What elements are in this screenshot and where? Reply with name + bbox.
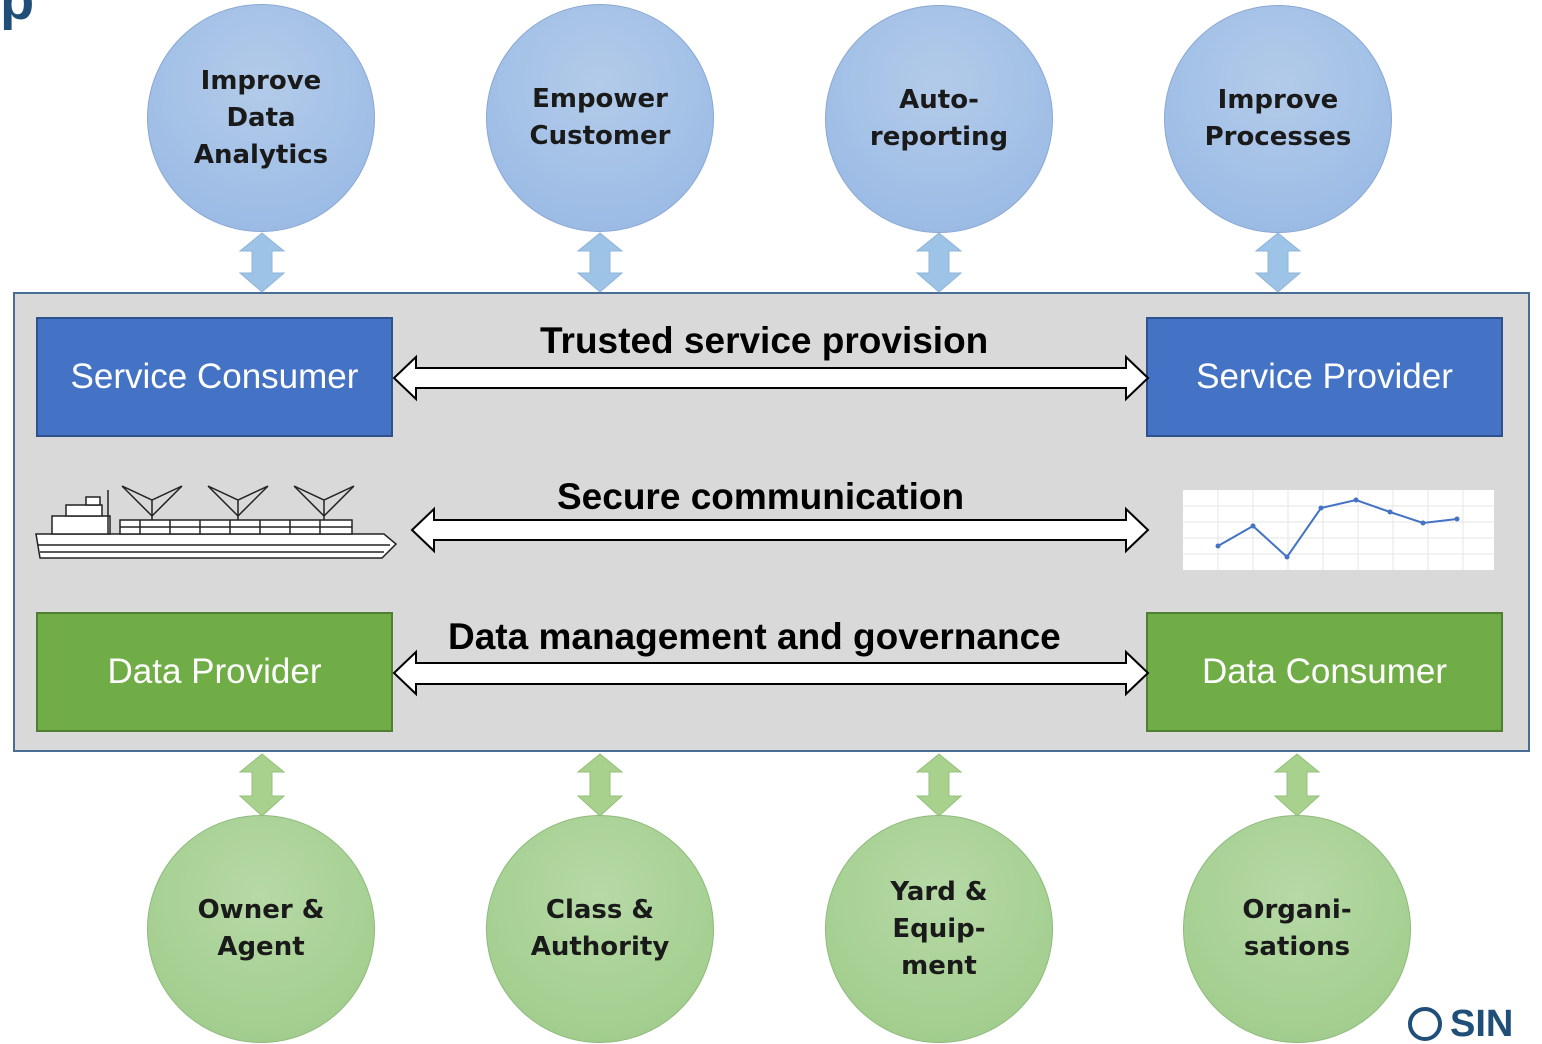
data-consumer-label: Data Consumer bbox=[1201, 652, 1448, 691]
line-chart-thumbnail-icon bbox=[1183, 490, 1494, 570]
circle-label: Owner & Agent bbox=[197, 895, 325, 962]
circle-label: Improve Data Analytics bbox=[193, 65, 329, 170]
circle-owner-agent: Owner & Agent bbox=[147, 815, 375, 1043]
circle-improve-data-analytics: Improve Data Analytics bbox=[147, 4, 375, 232]
service-consumer-label: Service Consumer bbox=[70, 357, 359, 396]
trusted-service-arrow bbox=[392, 354, 1150, 402]
circle-improve-processes: Improve Processes bbox=[1164, 5, 1392, 233]
circle-organisations: Organi- sations bbox=[1183, 815, 1411, 1043]
vertical-arrow-bottom-4 bbox=[1273, 753, 1321, 817]
circle-class-authority: Class & Authority bbox=[486, 815, 714, 1043]
secure-communication-arrow bbox=[410, 506, 1150, 554]
data-governance-arrow bbox=[392, 649, 1150, 697]
data-consumer-box: Data Consumer bbox=[1146, 612, 1503, 732]
circle-label: Improve Processes bbox=[1204, 85, 1352, 152]
data-governance-label: Data management and governance bbox=[448, 616, 1061, 657]
circle-label: Class & Authority bbox=[530, 895, 670, 962]
page-title-fragment: p bbox=[0, 0, 140, 30]
service-consumer-box: Service Consumer bbox=[36, 317, 393, 437]
circle-label: Organi- sations bbox=[1242, 895, 1352, 962]
vertical-arrow-top-1 bbox=[238, 232, 286, 293]
vertical-arrow-top-2 bbox=[576, 232, 624, 293]
service-provider-box: Service Provider bbox=[1146, 317, 1503, 437]
logo-text: SIN bbox=[1450, 1004, 1514, 1044]
circle-label: Empower Customer bbox=[529, 84, 671, 151]
sintef-logo: SIN bbox=[1408, 1004, 1513, 1044]
logo-mark-icon bbox=[1408, 1007, 1442, 1041]
vertical-arrow-top-3 bbox=[915, 232, 963, 293]
trusted-service-label: Trusted service provision bbox=[540, 320, 989, 361]
vertical-arrow-bottom-1 bbox=[238, 753, 286, 817]
circle-yard-equipment: Yard & Equip- ment bbox=[825, 815, 1053, 1043]
vertical-arrow-bottom-3 bbox=[915, 753, 963, 817]
secure-communication-label: Secure communication bbox=[557, 476, 965, 517]
vertical-arrow-top-4 bbox=[1254, 232, 1302, 293]
data-provider-label: Data Provider bbox=[107, 652, 322, 691]
vertical-arrow-bottom-2 bbox=[576, 753, 624, 817]
data-provider-box: Data Provider bbox=[36, 612, 393, 732]
circle-label: Auto- reporting bbox=[869, 85, 1009, 152]
container-ship-icon bbox=[35, 485, 398, 559]
circle-label: Yard & Equip- ment bbox=[890, 876, 988, 981]
circle-empower-customer: Empower Customer bbox=[486, 4, 714, 232]
service-provider-label: Service Provider bbox=[1196, 357, 1453, 396]
